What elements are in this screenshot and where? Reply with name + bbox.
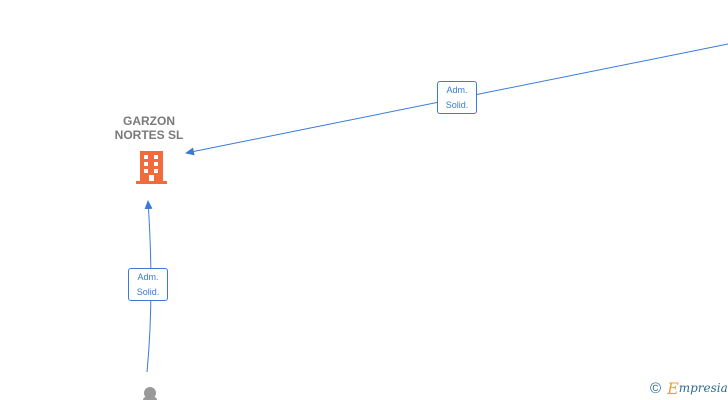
brand-initial: E — [667, 378, 679, 398]
relation-label-line2: Solid. — [445, 100, 469, 110]
relation-label-top: Adm. Solid. — [437, 81, 477, 114]
company-name-line1: GARZON — [123, 114, 175, 128]
relation-label-line1: Adm. — [446, 85, 468, 95]
person-node-icon[interactable] — [143, 387, 157, 400]
building-icon[interactable] — [136, 151, 167, 184]
relation-label-bottom: Adm. Solid. — [128, 268, 168, 301]
empresia-watermark: © E mpresia — [650, 378, 728, 398]
copyright-icon: © — [650, 379, 662, 397]
relation-label-line1: Adm. — [137, 272, 159, 282]
brand-name-rest: mpresia — [678, 381, 728, 395]
company-name-label[interactable]: GARZON NORTES SL — [94, 114, 204, 142]
relation-label-line2: Solid. — [136, 287, 160, 297]
company-name-line2: NORTES SL — [114, 128, 184, 142]
